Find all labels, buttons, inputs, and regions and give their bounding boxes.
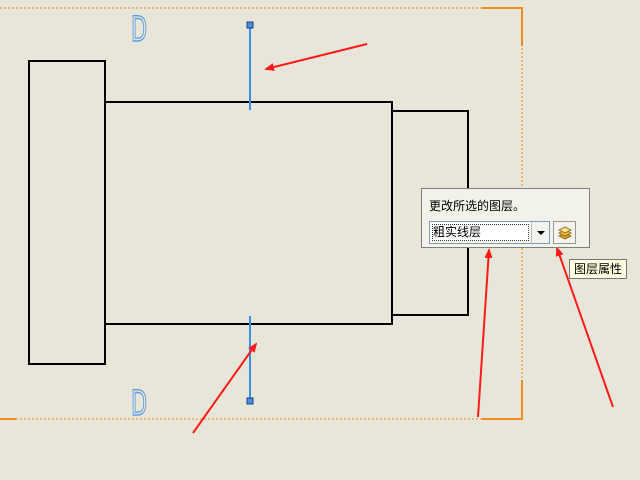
layer-properties-tooltip: 图层属性 (569, 259, 628, 279)
layer-change-popup: 更改所选的图层。 粗实线层 (421, 188, 590, 248)
layer-select-value: 粗实线层 (432, 224, 529, 241)
chevron-down-icon[interactable] (531, 222, 549, 243)
arrow-to-top-line (264, 43, 368, 71)
corner-mark-bottom-right (482, 380, 523, 420)
layer-properties-icon (558, 226, 572, 240)
layer-properties-button[interactable] (553, 221, 576, 244)
grip-handle-bottom[interactable] (246, 397, 254, 405)
corner-mark-top-right (482, 7, 523, 46)
section-label-bottom: D (131, 382, 147, 423)
main-body[interactable] (104, 101, 393, 325)
grip-handle-top[interactable] (246, 21, 254, 29)
popup-title: 更改所选的图层。 (429, 199, 526, 213)
selected-section-line[interactable] (246, 21, 254, 405)
left-flange[interactable] (28, 60, 106, 365)
layer-select[interactable]: 粗实线层 (429, 221, 550, 244)
arrow-to-layer-properties (555, 246, 614, 408)
annotation-arrows (192, 43, 614, 434)
arrow-to-bottom-line (192, 342, 258, 434)
section-label-top: D (131, 8, 147, 49)
arrow-to-layer-dropdown (477, 248, 493, 418)
part-geometry (28, 60, 469, 365)
